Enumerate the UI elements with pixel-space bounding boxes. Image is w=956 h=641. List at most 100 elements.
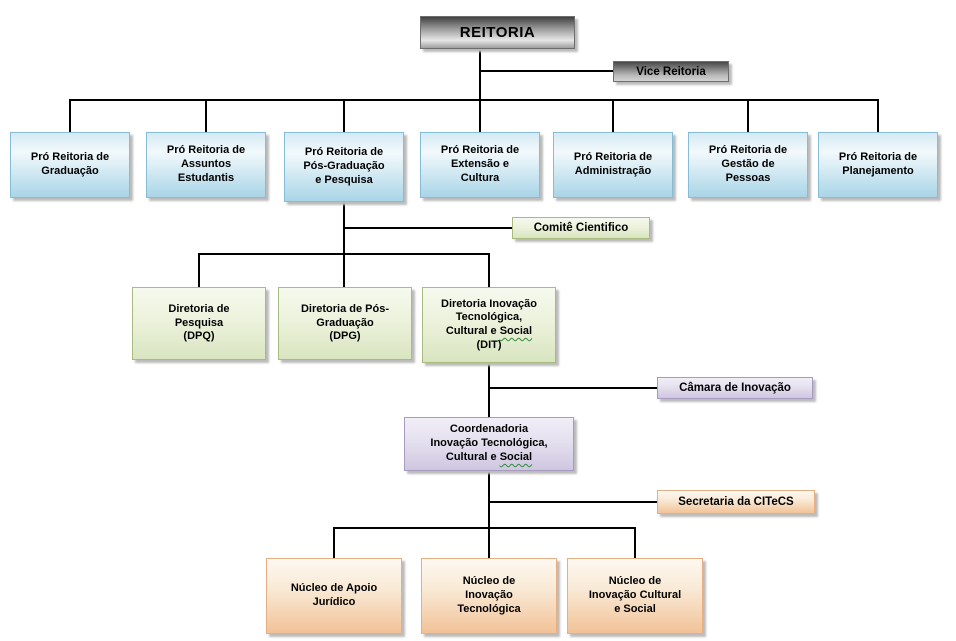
connector-diretorias-distribution [198, 253, 490, 255]
box-diretoria-pos-graduacao-dpg: Diretoria de Pós- Graduação (DPG) [278, 287, 412, 360]
connector-stem-dit [488, 253, 490, 287]
box-label: Pró Reitoria de Administração [554, 151, 672, 179]
comite-cientifico-label: Comitê Cientifico [533, 222, 629, 234]
label-line: Tecnológica, [455, 311, 523, 324]
label-line: e Pesquisa [315, 173, 373, 186]
connector-stem-extensao [479, 100, 481, 132]
box-coordenadoria-citecs: Coordenadoria Inovação Tecnológica, Cult… [404, 417, 574, 471]
label-line: Coordenadoria [449, 423, 529, 436]
label-line: Jurídico [312, 596, 356, 608]
box-label: Diretoria Inovação Tecnológica, Cultural… [423, 298, 555, 353]
box-label: Coordenadoria Inovação Tecnológica, Cult… [405, 423, 573, 464]
connector-stem-inovacao-cultural [634, 527, 636, 558]
label-line: Inovação [465, 589, 513, 602]
label-line: Graduação [316, 316, 374, 329]
label-line: Pesquisa [174, 316, 224, 329]
connector-stem-administracao [612, 100, 614, 132]
box-pro-reitoria-graduacao: Pró Reitoria de Graduação [10, 132, 130, 198]
label-line-part-spellcheck: Social [499, 450, 533, 463]
box-vice-reitoria: Vice Reitoria [613, 61, 729, 82]
box-pro-reitoria-assuntos-estudantis: Pró Reitoria de Assuntos Estudantis [146, 132, 266, 198]
label-line: Diretoria de [168, 302, 230, 315]
label-line: Gestão de [721, 158, 775, 171]
label-line: Tecnológica [457, 602, 521, 615]
box-pro-reitoria-gestao-pessoas: Pró Reitoria de Gestão de Pessoas [688, 132, 808, 198]
connector-coordenadoria-down [488, 471, 490, 558]
box-label: Pró Reitoria de Gestão de Pessoas [689, 144, 807, 185]
box-label: Núcleo de Apoio Jurídico [267, 582, 401, 610]
connector-comite-branch [343, 227, 512, 229]
box-diretoria-pesquisa-dpq: Diretoria de Pesquisa (DPQ) [132, 287, 266, 360]
label-line: Administração [574, 165, 652, 177]
connector-stem-graduacao [69, 100, 71, 132]
box-nucleo-inovacao-cultural-social: Núcleo de Inovação Cultural e Social [567, 558, 703, 634]
label-line: Pró Reitoria de [30, 151, 110, 164]
connector-stem-gestao [747, 100, 749, 132]
camara-inovacao-label: Câmara de Inovação [679, 382, 791, 394]
box-label: Pró Reitoria de Planejamento [819, 151, 937, 179]
label-line: Assuntos [180, 158, 232, 171]
connector-stem-dpq [198, 253, 200, 287]
connector-stem-assuntos [205, 100, 207, 132]
connector-reitoria-down [479, 49, 481, 101]
connector-nucleos-distribution [333, 527, 636, 529]
connector-dit-down [488, 363, 490, 417]
box-nucleo-inovacao-tecnologica: Núcleo de Inovação Tecnológica [421, 558, 557, 634]
label-line: Núcleo de [462, 575, 516, 588]
label-line: Pró Reitoria de [166, 144, 246, 157]
label-line: Diretoria de Pós- [300, 302, 390, 315]
label-line: Pró Reitoria de [304, 146, 384, 159]
label-line-part: Cultural e [445, 325, 500, 337]
connector-secretaria-branch [488, 501, 657, 503]
connector-vice-branch [479, 70, 613, 72]
box-diretoria-inovacao-dit: Diretoria Inovação Tecnológica, Cultural… [422, 287, 556, 363]
secretaria-citecs-label: Secretaria da CITeCS [678, 496, 794, 508]
vice-reitoria-label: Vice Reitoria [636, 65, 706, 78]
label-line: Cultura [460, 171, 500, 184]
connector-camara-branch [488, 387, 657, 389]
box-label: Pró Reitoria de Graduação [11, 151, 129, 179]
box-nucleo-apoio-juridico: Núcleo de Apoio Jurídico [266, 558, 402, 634]
label-line: (DIT) [476, 338, 502, 351]
label-line: Pró Reitoria de [838, 151, 918, 164]
label-line: Extensão e [450, 158, 510, 171]
label-line: e Social [614, 602, 656, 615]
box-secretaria-citecs: Secretaria da CITeCS [657, 490, 815, 514]
box-label: Núcleo de Inovação Cultural e Social [568, 575, 702, 616]
box-label: Pró Reitoria de Extensão e Cultura [421, 144, 539, 185]
box-label: Núcleo de Inovação Tecnológica [422, 575, 556, 616]
box-camara-inovacao: Câmara de Inovação [657, 377, 813, 399]
connector-main-distribution [69, 99, 879, 101]
label-line: Diretoria Inovação [441, 297, 537, 310]
label-line: Pessoas [725, 171, 771, 184]
box-label: Diretoria de Pós- Graduação (DPG) [279, 303, 411, 344]
reitoria-label: REITORIA [459, 24, 536, 41]
box-comite-cientifico: Comitê Cientifico [512, 217, 650, 239]
box-pro-reitoria-administracao: Pró Reitoria de Administração [553, 132, 673, 198]
label-line: Núcleo de [608, 575, 662, 588]
label-line-part-spellcheck: Social [499, 325, 533, 337]
box-label: Diretoria de Pesquisa (DPQ) [133, 303, 265, 344]
label-line: Núcleo de Apoio [290, 582, 378, 595]
connector-posgrad-down [343, 202, 345, 287]
label-line: Cultural e Social [405, 451, 573, 465]
connector-stem-planejamento [877, 100, 879, 132]
label-line: Planejamento [842, 165, 914, 177]
box-pro-reitoria-extensao-cultura: Pró Reitoria de Extensão e Cultura [420, 132, 540, 198]
connector-stem-apoio-juridico [333, 527, 335, 558]
label-line: (DPG) [329, 330, 361, 343]
box-pro-reitoria-planejamento: Pró Reitoria de Planejamento [818, 132, 938, 198]
label-line: Inovação Cultural [588, 589, 682, 602]
label-line: Pró Reitoria de [708, 144, 788, 157]
label-line: Pró Reitoria de [440, 144, 520, 157]
label-line: Pró Reitoria de [573, 151, 653, 164]
box-label: Pró Reitoria de Assuntos Estudantis [147, 144, 265, 185]
label-line: Inovação Tecnológica, [430, 437, 548, 450]
connector-stem-posgrad [343, 100, 345, 132]
label-line: Estudantis [177, 171, 235, 184]
label-line: Pós-Graduação [303, 160, 385, 173]
box-pro-reitoria-pos-graduacao-pesquisa: Pró Reitoria de Pós-Graduação e Pesquisa [284, 132, 404, 202]
label-line: (DPQ) [183, 330, 215, 343]
box-label: Pró Reitoria de Pós-Graduação e Pesquisa [285, 146, 403, 187]
